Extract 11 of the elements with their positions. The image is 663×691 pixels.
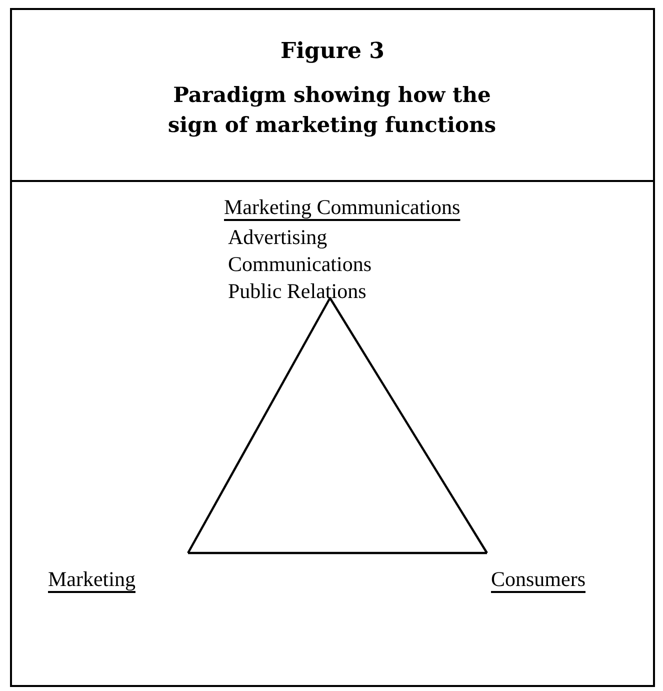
connector-line [188,552,487,554]
list-item: Communications [228,252,372,277]
list-item: Public Relations [228,279,366,304]
section-heading: Marketing Communications [224,195,460,220]
figure-title: Figure 3 [280,38,386,64]
list-item: Advertising [228,225,328,250]
section-heading: Consumers [491,567,586,592]
connector-line [187,297,331,554]
figure-subtitle: Paradigm showing how the sign of marketing functions [166,81,498,139]
section-heading: Marketing [48,567,136,592]
connector-line [329,297,488,554]
